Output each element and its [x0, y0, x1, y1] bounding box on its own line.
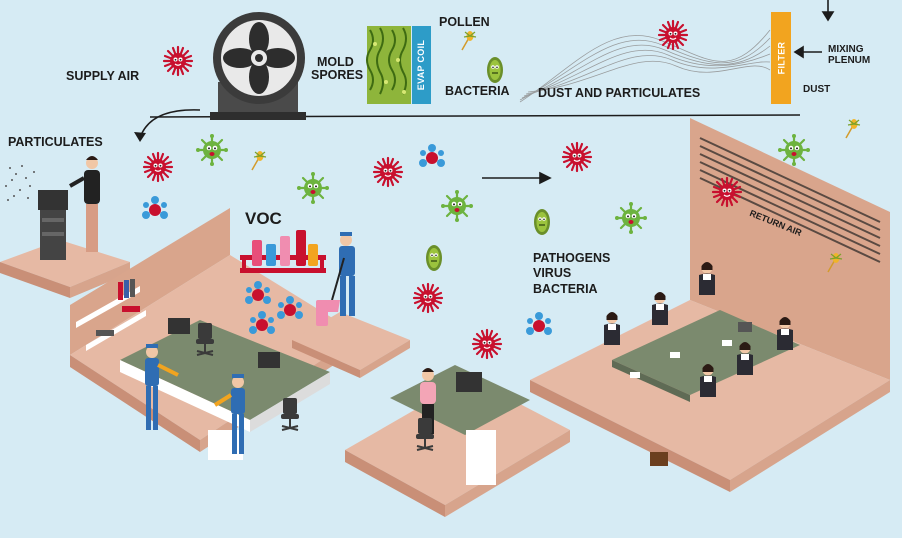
filter	[771, 12, 791, 104]
reception-platform	[345, 365, 570, 517]
label-mixing-plenum-line1: MIXING	[828, 44, 864, 55]
label-particulates: PARTICULATES	[8, 135, 103, 149]
fan-icon	[210, 12, 306, 120]
label-filter: FILTER	[776, 41, 787, 75]
meeting-room	[530, 118, 890, 492]
arrow-icon	[482, 0, 835, 185]
label-dust-particulates: DUST AND PARTICULATES	[538, 86, 701, 100]
cleaner-worker-1	[145, 344, 179, 430]
printer-platform	[0, 156, 130, 298]
mold-spore-icon	[366, 26, 411, 104]
label-mixing-plenum-line2: PLENUM	[828, 55, 871, 66]
label-mold-spores-line1: MOLD	[317, 55, 354, 69]
label-mold-spores-line2: SPORES	[311, 68, 364, 82]
label-pollen: POLLEN	[439, 15, 490, 29]
label-voc: VOC	[245, 209, 282, 228]
label-bacteria-top: BACTERIA	[445, 84, 510, 98]
label-virus: VIRUS	[533, 266, 572, 280]
briefcase	[650, 452, 668, 466]
label-dust: DUST	[803, 84, 831, 95]
cleaning-office	[70, 208, 360, 460]
label-pathogens: PATHOGENS	[533, 251, 611, 265]
particulate-spray	[5, 165, 35, 201]
bottle-icon	[252, 230, 328, 326]
cleaner-worker-2	[213, 374, 245, 454]
janitor-person	[326, 232, 355, 316]
supply-arrow	[139, 109, 201, 139]
label-bacteria: BACTERIA	[533, 282, 598, 296]
evap-coil	[412, 26, 431, 104]
printer-icon	[38, 190, 68, 260]
label-evap-coil: EVAP COIL	[416, 39, 427, 91]
label-supply-air: SUPPLY AIR	[66, 69, 140, 83]
person-icon	[69, 156, 100, 252]
shelf-icon	[76, 279, 146, 351]
voc-platform	[240, 230, 410, 378]
